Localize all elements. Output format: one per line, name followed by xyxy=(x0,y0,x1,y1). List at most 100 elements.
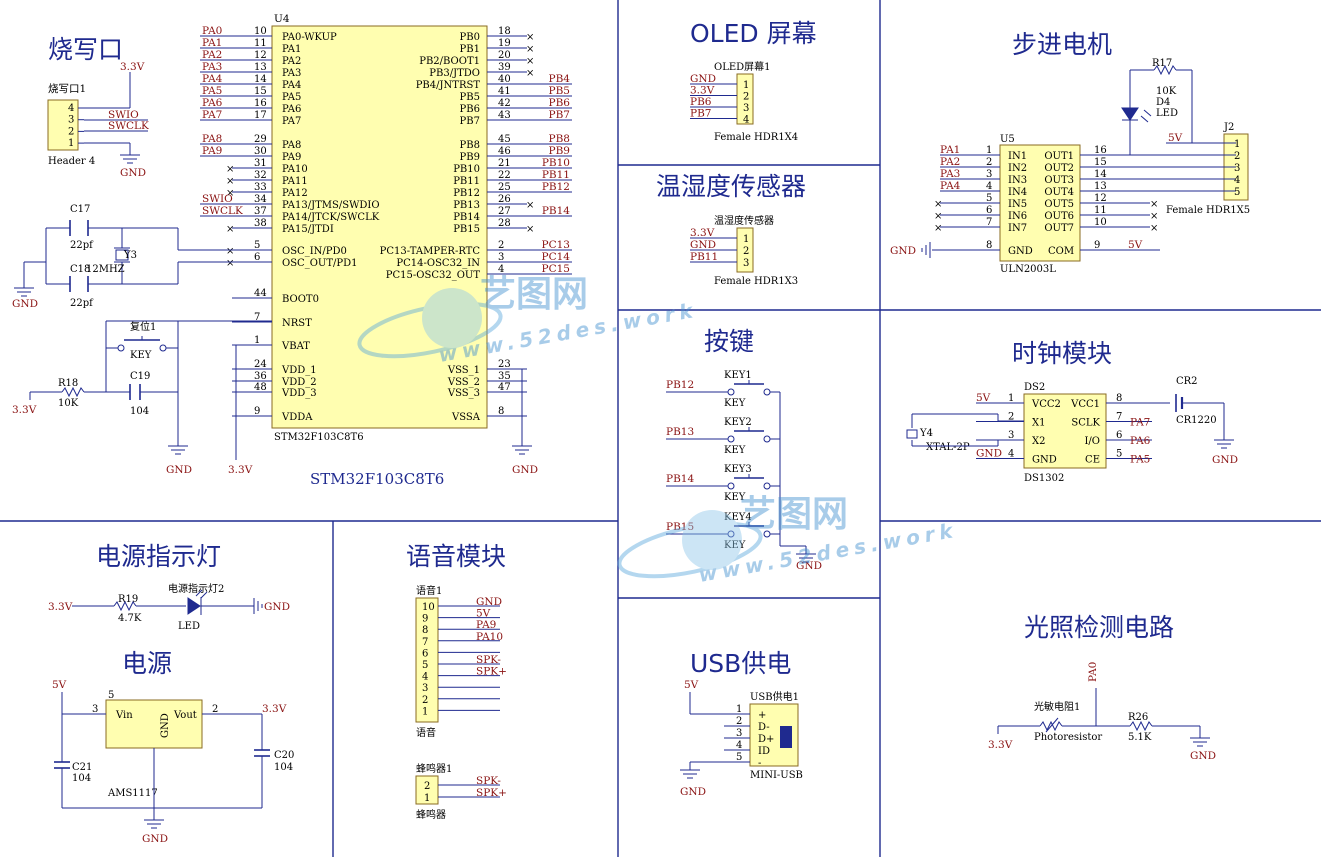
mcu-pin-name: PC14-OSC32_IN xyxy=(396,258,480,269)
voice-net: PA10 xyxy=(476,631,503,643)
stepper-gnd: GND xyxy=(890,245,916,257)
title-clock: 时钟模块 xyxy=(1012,339,1112,368)
connector-pin-num: 3 xyxy=(743,103,749,114)
ldo-regulator[interactable]: Vin Vout GND 3 2 5 AMS1117 5V 3.3V C21 1… xyxy=(52,679,294,845)
u5-out-name: OUT7 xyxy=(1044,223,1074,234)
usb-pin-num: 5 xyxy=(736,752,742,763)
u5-label: U5 xyxy=(1000,134,1015,145)
ds2-pin-name: VCC1 xyxy=(1070,399,1100,410)
u5-in-pin: 5 xyxy=(986,193,992,204)
u5-in-name: IN2 xyxy=(1008,163,1027,174)
no-connect-icon: × xyxy=(526,200,534,211)
mcu-pin-num: 18 xyxy=(498,26,511,37)
key-name: KEY4 xyxy=(724,512,752,523)
r19-label: R19 xyxy=(118,594,138,605)
no-connect-icon: × xyxy=(526,56,534,67)
mcu-pin-name: PA15/JTDI xyxy=(282,224,334,235)
mcu-pin-name: PA6 xyxy=(282,104,301,115)
usb-designator: USB供电1 xyxy=(750,690,799,703)
ldo-vout-net: 3.3V xyxy=(262,703,287,715)
no-connect-icon: × xyxy=(226,258,234,269)
mcu-pin-num: 6 xyxy=(254,252,260,263)
ground-icon xyxy=(120,154,140,164)
voice-net: 5V xyxy=(476,608,491,620)
u5-out-name: OUT3 xyxy=(1044,175,1074,186)
mcu-net-label: PA9 xyxy=(202,145,222,157)
mcu-net-label: PA7 xyxy=(202,109,222,121)
mcu-net-label: PB10 xyxy=(542,157,570,169)
mcu-stm32[interactable]: U4 STM32F103C8T6 STM32F103C8T6 10PA0-WKU… xyxy=(200,13,572,488)
clock-module[interactable]: DS2 DS1302 1VCC25V2X13X24GNDGND8VCC17SCL… xyxy=(906,376,1238,484)
key-part: KEY xyxy=(724,445,746,456)
mcu-big-label: STM32F103C8T6 xyxy=(310,470,444,488)
burn-net-swclk: SWCLK xyxy=(108,120,149,132)
mcu-pin-name: PA13/JTMS/SWDIO xyxy=(282,200,380,211)
j2-label: J2 xyxy=(1223,122,1234,133)
u5-com-pin: 9 xyxy=(1094,240,1100,251)
no-connect-icon: × xyxy=(1150,211,1158,222)
ds2-pin-name: X2 xyxy=(1032,436,1045,447)
mcu-pin-name: PB0 xyxy=(460,32,480,43)
no-connect-icon: × xyxy=(526,32,534,43)
mcu-pin-name: PB15 xyxy=(453,224,480,235)
mcu-pin-name: PA10 xyxy=(282,164,308,175)
mcu-net-label: PB6 xyxy=(549,97,571,109)
stepper-driver[interactable]: R17 10K D4 LED U5 ULN2003L J2 Female HDR… xyxy=(890,58,1250,275)
oscillator-circuit[interactable] xyxy=(14,220,272,297)
mcu-pin-num: 48 xyxy=(254,382,267,393)
mcu-net-label: PA8 xyxy=(202,133,222,145)
key-part: KEY xyxy=(724,540,746,551)
mcu-pin-num: 30 xyxy=(254,146,267,157)
mcu-pin-num: 27 xyxy=(498,206,511,217)
mcu-pin-num: 26 xyxy=(498,194,511,205)
mcu-pin-name: PB2/BOOT1 xyxy=(419,56,480,67)
ldo-part: AMS1117 xyxy=(107,788,158,799)
mcu-pin-num: 36 xyxy=(254,371,267,382)
mcu-pin-name: VSS_2 xyxy=(447,377,480,388)
mcu-pin-num: 32 xyxy=(254,170,267,181)
mcu-pin-num: 42 xyxy=(498,98,511,109)
ds2-net: GND xyxy=(976,448,1002,460)
mcu-net-label: PA5 xyxy=(202,85,222,97)
connector-net-label: 3.3V xyxy=(690,227,715,239)
voice-pin-num: 6 xyxy=(422,648,428,659)
ldr-part: Photoresistor xyxy=(1034,732,1102,743)
light-detect[interactable]: PA0 光敏电阻1 Photoresistor R26 5.1K 3.3V GN… xyxy=(988,662,1216,762)
vdd-vcc: 3.3V xyxy=(228,464,253,476)
usb-pin-name: + xyxy=(758,710,766,721)
u5-in-name: IN5 xyxy=(1008,199,1027,210)
mcu-pin-num: 7 xyxy=(254,312,260,323)
mcu-pin-name: PB4/JNTRST xyxy=(416,80,481,91)
power-led-circuit[interactable]: 3.3V R19 4.7K 电源指示灯2 LED GND xyxy=(48,582,290,632)
voice-net: GND xyxy=(476,596,502,608)
mcu-pin-name: PA3 xyxy=(282,68,301,79)
reset-circuit[interactable] xyxy=(29,320,532,460)
mcu-pin-name: PA9 xyxy=(282,152,301,163)
u5-in-net: PA1 xyxy=(940,144,960,156)
no-connect-icon: × xyxy=(934,211,942,222)
mcu-pin-num: 35 xyxy=(498,371,511,382)
key-group[interactable]: PB12KEY1KEYPB13KEY2KEYPB14KEY3KEYPB15KEY… xyxy=(666,370,816,563)
key-net-label: PB13 xyxy=(666,426,694,438)
mcu-pin-name: VBAT xyxy=(281,341,310,352)
ds2-pin-name: I/O xyxy=(1084,436,1100,447)
usb-pin-num: 2 xyxy=(736,716,742,727)
pled-part: LED xyxy=(178,621,200,632)
no-connect-icon: × xyxy=(526,44,534,55)
u5-in-net: PA2 xyxy=(940,156,960,168)
c21-value: 104 xyxy=(72,773,91,784)
ldo-gnd: GND xyxy=(142,833,168,845)
r18-label: R18 xyxy=(58,378,78,389)
mcu-pin-num: 1 xyxy=(254,335,260,346)
mcu-net-label: SWCLK xyxy=(202,205,243,217)
mcu-pin-num: 4 xyxy=(498,264,504,275)
ldo-vin-net: 5V xyxy=(52,679,67,691)
pled-vcc: 3.3V xyxy=(48,601,73,613)
y3-label: Y3 xyxy=(123,250,137,261)
